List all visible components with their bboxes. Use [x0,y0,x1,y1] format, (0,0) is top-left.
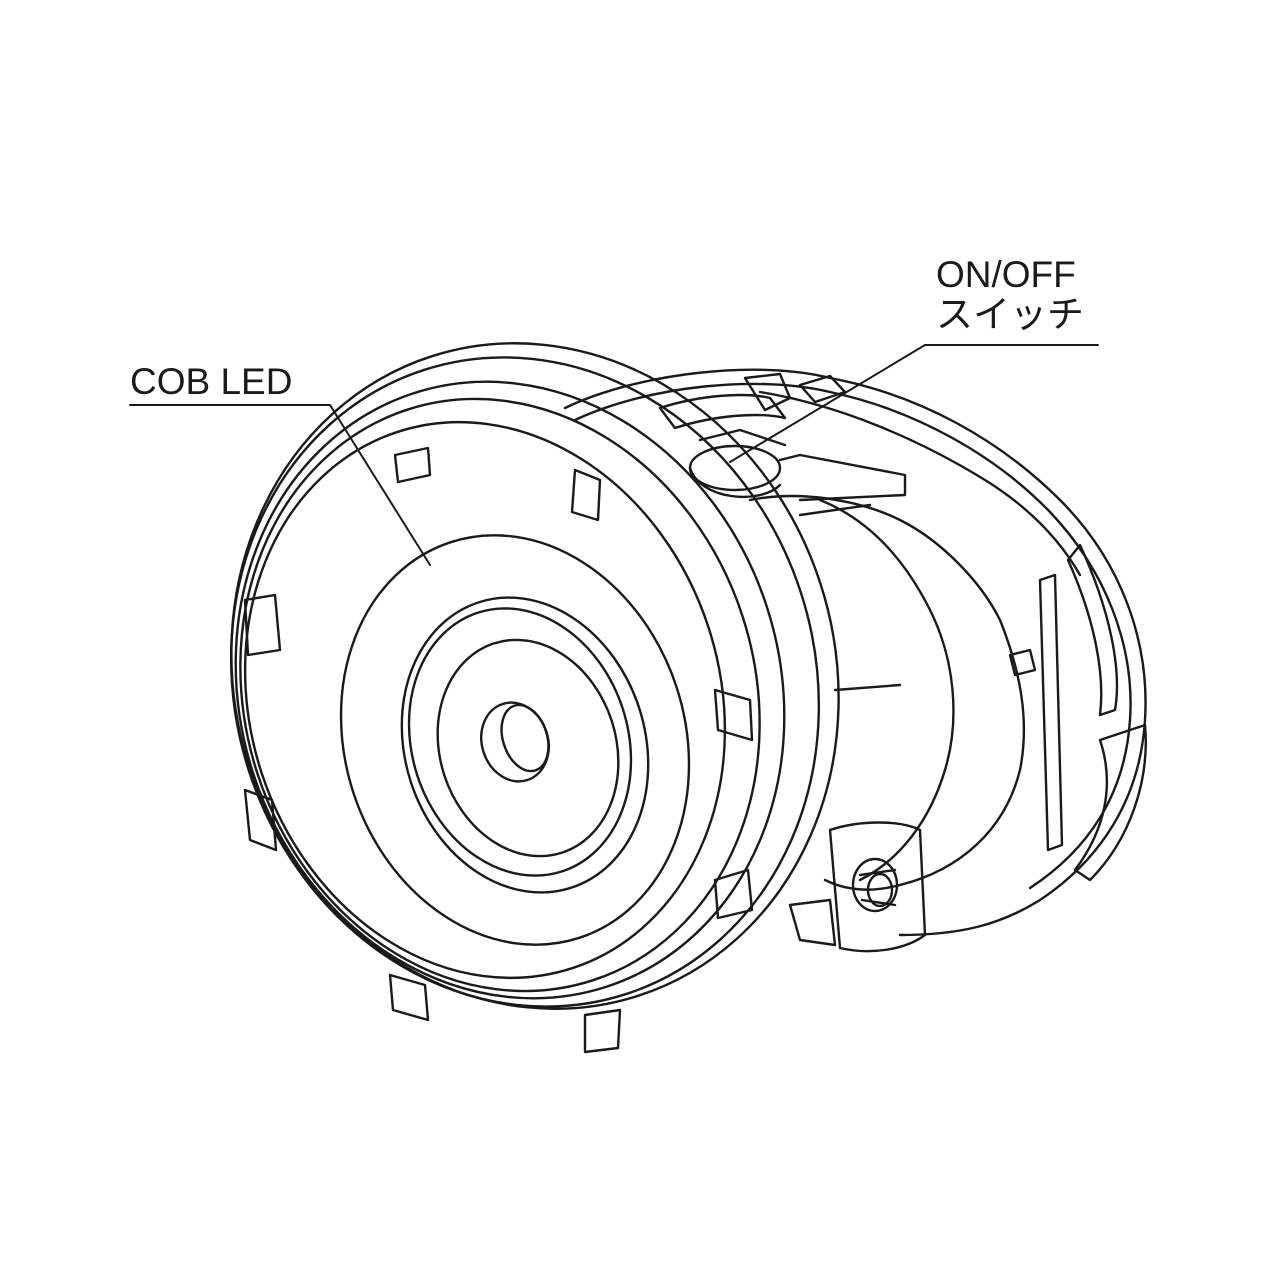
switch-leader-line [729,344,1099,463]
cob-led-leader-line [129,404,431,566]
leader-lines [129,344,1099,566]
housing-body [563,368,1147,953]
cob-led-element [480,701,550,783]
cob-led-label: COB LED [130,361,293,402]
lens-assembly [339,534,691,946]
front-bezel [229,342,840,1054]
switch-label-line1: ON/OFF [936,254,1076,295]
switch-label: ON/OFF スイッチ [936,255,1084,335]
switch-label-line2: スイッチ [936,294,1084,335]
